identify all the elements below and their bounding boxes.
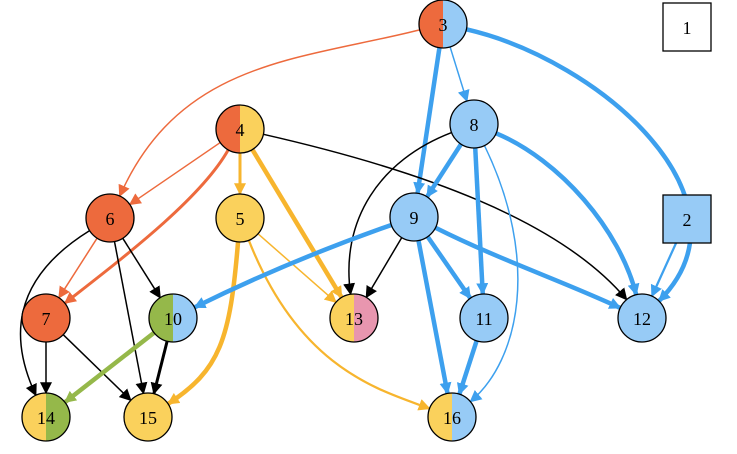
node-outline [449, 99, 499, 149]
edge-8-to-13 [343, 131, 452, 296]
node-14[interactable]: 14 [21, 392, 71, 442]
node-fill-right [354, 294, 378, 342]
edge-8-to-16 [469, 145, 519, 403]
node-outline [148, 293, 198, 343]
node-fill [22, 294, 70, 342]
edge-10-to-14 [63, 330, 156, 405]
edge-4-to-12 [263, 133, 628, 301]
edge-6-to-10 [122, 237, 161, 299]
edge-9-to-11 [425, 235, 473, 300]
node-label: 13 [345, 309, 363, 329]
node-1[interactable]: 1 [662, 2, 712, 52]
node-3[interactable]: 3 [418, 0, 468, 49]
node-12[interactable]: 12 [617, 293, 667, 343]
node-outline [21, 293, 71, 343]
node-outline [85, 193, 135, 243]
edge-11-to-16 [456, 340, 479, 396]
node-label: 2 [683, 210, 692, 230]
node-fill-right [173, 294, 197, 342]
node-outline [215, 193, 265, 243]
node-outline [418, 0, 468, 49]
edge-8-to-12 [495, 131, 640, 296]
edge-3-to-6 [118, 29, 420, 198]
node-label: 8 [470, 115, 479, 135]
edge-9-to-16 [416, 240, 452, 395]
node-label: 1 [683, 18, 692, 38]
edge-8-to-11 [472, 147, 489, 296]
edge-2-to-12 [650, 242, 678, 298]
edge-3-to-12 [465, 27, 694, 303]
node-8[interactable]: 8 [449, 99, 499, 149]
node-5[interactable]: 5 [215, 193, 265, 243]
edge-5-to-13 [257, 233, 337, 303]
node-label: 14 [37, 408, 55, 428]
node-16[interactable]: 16 [427, 392, 477, 442]
edge-7-to-15 [62, 334, 132, 402]
node-label: 10 [164, 309, 182, 329]
node-fill [460, 294, 508, 342]
node-11[interactable]: 11 [459, 293, 509, 343]
node-fill-left [149, 294, 173, 342]
edge-4-to-6 [128, 141, 221, 206]
node-fill-left [330, 294, 354, 342]
edge-3-to-8 [449, 46, 470, 103]
node-outline [215, 104, 265, 154]
node-fill-left [216, 105, 240, 153]
node-outline [617, 293, 667, 343]
node-label: 5 [236, 209, 245, 229]
edge-4-to-7 [63, 149, 230, 305]
node-2[interactable]: 2 [662, 194, 712, 244]
edge-5-to-15 [166, 241, 241, 406]
node-outline [329, 293, 379, 343]
node-label: 7 [42, 309, 51, 329]
node-fill [390, 193, 438, 241]
edge-10-to-15 [150, 340, 169, 395]
edge-9-to-13 [365, 237, 403, 299]
edge-5-to-16 [247, 239, 431, 411]
node-outline [123, 392, 173, 442]
edge-8-to-9 [425, 142, 463, 199]
node-label: 6 [106, 209, 115, 229]
node-fill [216, 194, 264, 242]
node-6[interactable]: 6 [85, 193, 135, 243]
node-fill-right [443, 0, 467, 48]
node-outline [427, 392, 477, 442]
node-label: 12 [633, 309, 651, 329]
node-15[interactable]: 15 [123, 392, 173, 442]
edge-4-to-13 [250, 148, 344, 299]
node-label: 3 [439, 15, 448, 35]
node-13[interactable]: 13 [329, 293, 379, 343]
edges-layer [19, 27, 694, 411]
node-box [662, 194, 712, 244]
node-outline [21, 392, 71, 442]
edge-9-to-12 [434, 225, 622, 310]
node-label: 16 [443, 408, 461, 428]
node-10[interactable]: 10 [148, 293, 198, 343]
edge-6-to-15 [113, 241, 148, 395]
node-9[interactable]: 9 [389, 192, 439, 242]
node-label: 4 [236, 120, 245, 140]
node-label: 9 [410, 208, 419, 228]
edge-3-to-9 [413, 47, 442, 195]
node-fill-left [419, 0, 443, 48]
node-outline [459, 293, 509, 343]
node-fill-right [46, 393, 70, 441]
node-fill-left [428, 393, 452, 441]
node-7[interactable]: 7 [21, 293, 71, 343]
node-fill-left [22, 393, 46, 441]
node-fill [86, 194, 134, 242]
node-label: 15 [139, 408, 157, 428]
node-fill-right [452, 393, 476, 441]
node-4[interactable]: 4 [215, 104, 265, 154]
node-fill-right [240, 105, 264, 153]
node-fill [618, 294, 666, 342]
node-label: 11 [475, 309, 492, 329]
node-outline [389, 192, 439, 242]
node-box [662, 2, 712, 52]
edge-9-to-10 [193, 222, 393, 310]
node-fill [450, 100, 498, 148]
edge-6-to-7 [58, 237, 98, 299]
node-fill [124, 393, 172, 441]
